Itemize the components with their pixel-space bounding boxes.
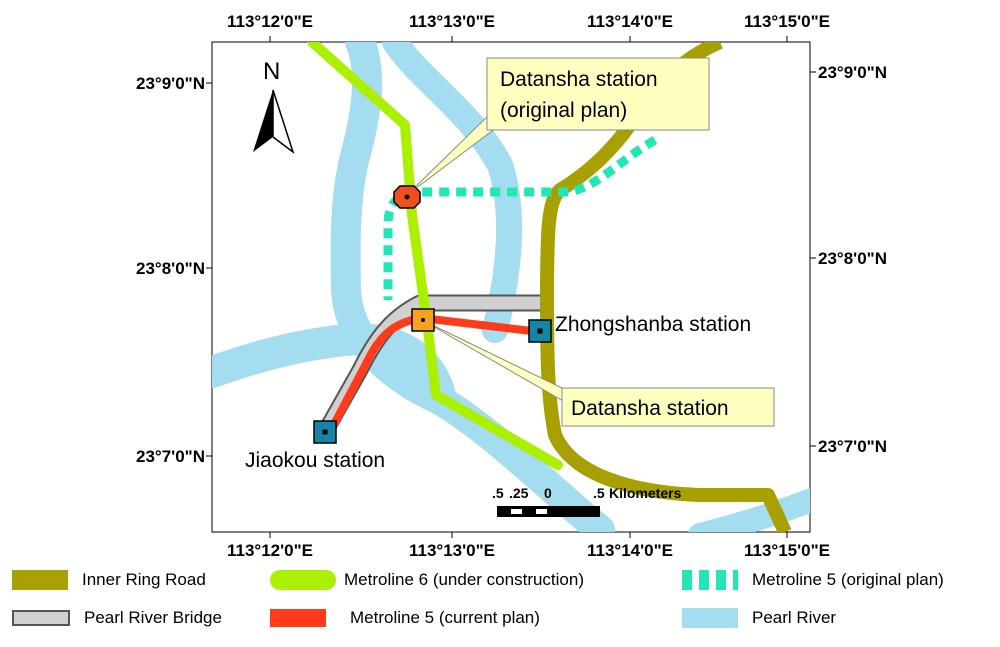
right-lat-label: 23°9'0"N xyxy=(818,63,887,82)
bottom-lon-label: 113°13'0"E xyxy=(409,541,495,560)
metroline6 xyxy=(307,42,563,470)
callout-current-text: Datansha station xyxy=(571,397,729,420)
legend-item-metroline6: Metroline 6 (under construction) xyxy=(270,570,584,590)
pearl-river xyxy=(212,42,810,532)
scale-unit: Kilometers xyxy=(609,485,682,501)
label-jiaokou: Jiaokou station xyxy=(245,449,385,472)
metroline5-original-swatch xyxy=(682,570,738,590)
metroline5-current-swatch xyxy=(270,609,326,627)
scale-tick-3: .5 xyxy=(593,485,605,501)
callout-datansha-original: Datansha station (original plan) xyxy=(486,57,710,131)
top-lon-label: 113°15'0"E xyxy=(744,12,830,31)
callout-datansha-current: Datansha station xyxy=(561,387,775,427)
top-lon-axis: 113°12'0"E 113°13'0"E 113°14'0"E 113°15'… xyxy=(227,12,830,42)
right-lat-axis: 23°9'0"N 23°8'0"N 23°7'0"N xyxy=(810,63,887,456)
left-lat-label: 23°9'0"N xyxy=(136,74,205,93)
legend: Inner Ring Road Metroline 6 (under const… xyxy=(0,560,1000,647)
station-jiaokou xyxy=(313,420,337,444)
left-lat-label: 23°8'0"N xyxy=(136,259,205,278)
top-lon-label: 113°14'0"E xyxy=(587,12,673,31)
legend-item-metroline5-current: Metroline 5 (current plan) xyxy=(270,608,540,628)
callout-original-line1: Datansha station xyxy=(500,68,658,91)
station-datansha-current xyxy=(411,308,435,332)
station-zhongshanba xyxy=(528,319,552,343)
legend-item-metroline5-original: Metroline 5 (original plan) xyxy=(682,570,944,590)
callout-original-line2: (original plan) xyxy=(500,99,627,122)
label-zhongshanba: Zhongshanba station xyxy=(555,313,751,336)
north-label: N xyxy=(263,58,280,85)
legend-label: Metroline 5 (original plan) xyxy=(752,570,944,589)
bottom-lon-label: 113°12'0"E xyxy=(227,541,313,560)
legend-item-pearl-river-bridge: Pearl River Bridge xyxy=(12,608,222,628)
scale-tick-2: 0 xyxy=(544,485,552,501)
bottom-lon-label: 113°14'0"E xyxy=(587,541,673,560)
bottom-lon-label: 113°15'0"E xyxy=(744,541,830,560)
right-lat-label: 23°8'0"N xyxy=(818,249,887,268)
legend-label: Metroline 5 (current plan) xyxy=(350,608,540,627)
legend-item-inner-ring-road: Inner Ring Road xyxy=(12,570,206,590)
legend-label: Metroline 6 (under construction) xyxy=(344,570,585,589)
bridge-swatch xyxy=(12,610,70,626)
legend-item-pearl-river: Pearl River xyxy=(682,608,836,628)
scale-tick-1: .25 xyxy=(509,485,529,501)
bottom-lon-axis: 113°12'0"E 113°13'0"E 113°14'0"E 113°15'… xyxy=(227,532,830,560)
station-datansha-original xyxy=(393,185,421,209)
legend-label: Pearl River xyxy=(752,608,837,627)
scale-bar: .5 .25 0 .5 Kilometers xyxy=(492,485,682,517)
metroline6-swatch xyxy=(270,570,336,590)
right-lat-label: 23°7'0"N xyxy=(818,437,887,456)
scale-tick-0: .5 xyxy=(492,485,504,501)
top-lon-label: 113°12'0"E xyxy=(227,12,313,31)
left-lat-axis: 23°9'0"N 23°8'0"N 23°7'0"N xyxy=(136,74,212,466)
pearl-river-swatch xyxy=(682,608,738,628)
map: Datansha station (original plan) Datansh… xyxy=(136,12,887,560)
inner-ring-road-swatch xyxy=(12,570,68,590)
legend-label: Pearl River Bridge xyxy=(84,608,222,627)
north-arrow-icon: N xyxy=(253,58,295,155)
top-lon-label: 113°13'0"E xyxy=(409,12,495,31)
legend-label: Inner Ring Road xyxy=(82,570,206,589)
left-lat-label: 23°7'0"N xyxy=(136,447,205,466)
